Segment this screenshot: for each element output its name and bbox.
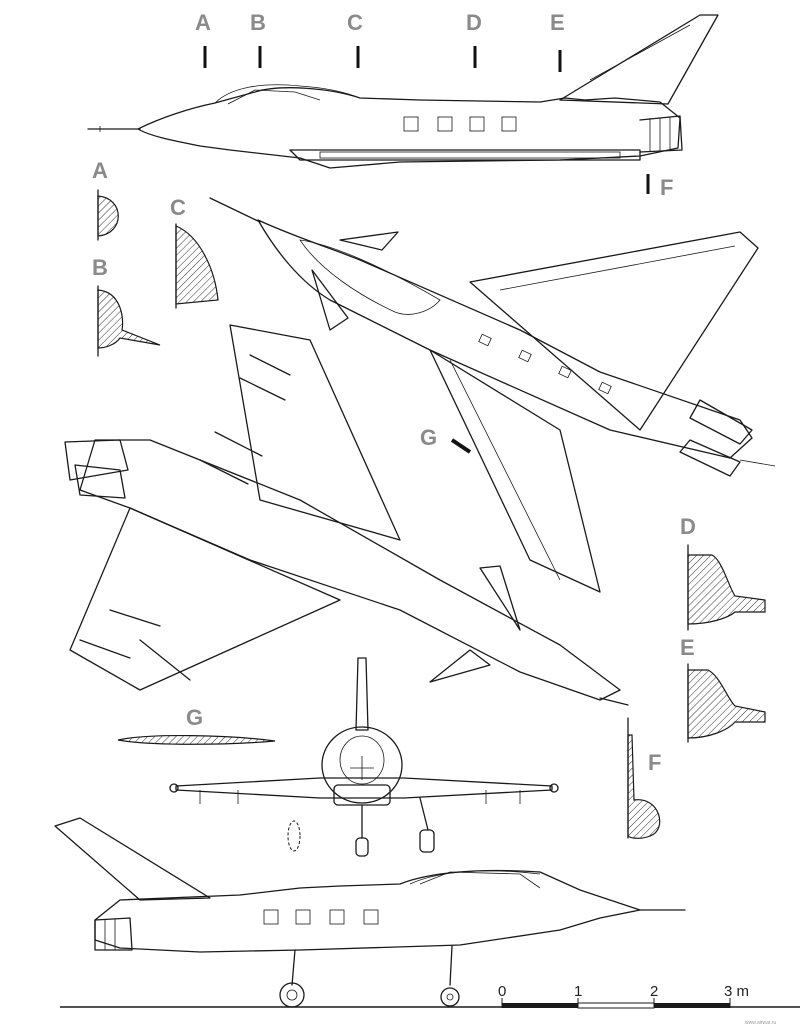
section-g: G (117, 705, 276, 745)
station-label-f: F (660, 175, 673, 200)
scale-tick-0: 0 (498, 983, 506, 1000)
scale-bar: 0 1 2 3 m (498, 983, 749, 1009)
section-f: F (627, 717, 661, 839)
station-label-b: B (250, 10, 266, 35)
station-labels: A B C D E F G (195, 10, 673, 450)
section-c: C (170, 195, 219, 309)
section-label-d: D (680, 514, 696, 539)
section-label-a: A (92, 158, 108, 183)
scale-tick-3m: 3 m (724, 983, 749, 1000)
section-label-g: G (186, 705, 203, 730)
plan-view-lower (64, 324, 629, 706)
section-label-f: F (648, 750, 661, 775)
station-label-c: C (347, 10, 363, 35)
side-view-bottom (54, 817, 686, 1008)
section-e: E (680, 635, 766, 743)
section-label-c: C (170, 195, 186, 220)
station-label-g: G (420, 425, 437, 450)
side-view-top (87, 14, 719, 169)
section-b: B (92, 255, 161, 357)
front-view (169, 657, 559, 857)
section-d: D (680, 514, 766, 631)
station-label-a: A (195, 10, 211, 35)
station-label-d: D (466, 10, 482, 35)
section-label-b: B (92, 255, 108, 280)
station-markers (203, 46, 650, 454)
section-a: A (92, 158, 119, 241)
section-label-e: E (680, 635, 695, 660)
footer-credit: www.airwar.ru (745, 1020, 776, 1026)
scale-tick-2: 2 (650, 983, 658, 1000)
scale-tick-1: 1 (574, 983, 582, 1000)
station-label-e: E (550, 10, 565, 35)
plan-view-upper (209, 197, 776, 593)
